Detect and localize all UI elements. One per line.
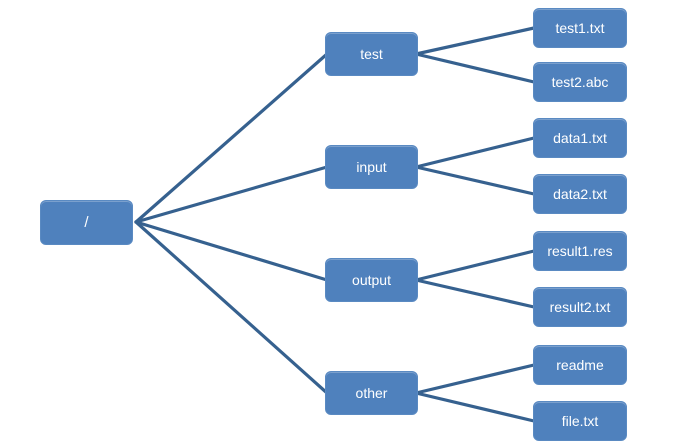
connector-test-to-test2 [414, 52, 536, 84]
file-node-test1-txt: test1.txt [533, 8, 627, 48]
dir-node-label: other [355, 385, 388, 401]
connector-other-to-readme [414, 363, 536, 395]
file-node-label: result2.txt [549, 299, 611, 315]
dir-node-test: test [325, 32, 418, 76]
dir-node-label: input [356, 159, 387, 175]
file-node-label: data1.txt [553, 130, 607, 146]
dir-node-other: other [325, 371, 418, 415]
file-node-result2-txt: result2.txt [533, 287, 627, 327]
file-node-test2-abc: test2.abc [533, 62, 627, 102]
root-node: / [40, 200, 133, 245]
connector-root-to-test [134, 52, 329, 224]
file-node-file-txt: file.txt [533, 401, 627, 441]
connector-output-to-result2 [414, 278, 536, 309]
dir-node-input: input [325, 145, 418, 189]
connector-test-to-test1 [414, 26, 536, 56]
file-node-label: file.txt [561, 413, 599, 429]
dir-node-label: test [360, 46, 383, 62]
dir-node-output: output [325, 258, 418, 302]
file-node-label: test2.abc [551, 74, 609, 90]
file-node-label: test1.txt [555, 20, 605, 36]
connector-other-to-filetxt [414, 391, 536, 423]
dir-node-label: output [352, 272, 391, 288]
connector-output-to-result1 [414, 249, 536, 282]
root-node-label: / [84, 214, 89, 231]
file-node-label: result1.res [547, 243, 613, 259]
connector-input-to-data2 [414, 165, 536, 196]
file-node-data1-txt: data1.txt [533, 118, 627, 158]
connector-root-to-input [134, 165, 329, 224]
connector-root-to-output [134, 220, 329, 282]
connector-input-to-data1 [414, 136, 536, 169]
file-node-label: data2.txt [553, 186, 607, 202]
file-node-label: readme [556, 357, 604, 373]
connector-root-to-other [134, 220, 329, 395]
file-node-readme: readme [533, 345, 627, 385]
file-node-result1-res: result1.res [533, 231, 627, 271]
file-node-data2-txt: data2.txt [533, 174, 627, 214]
